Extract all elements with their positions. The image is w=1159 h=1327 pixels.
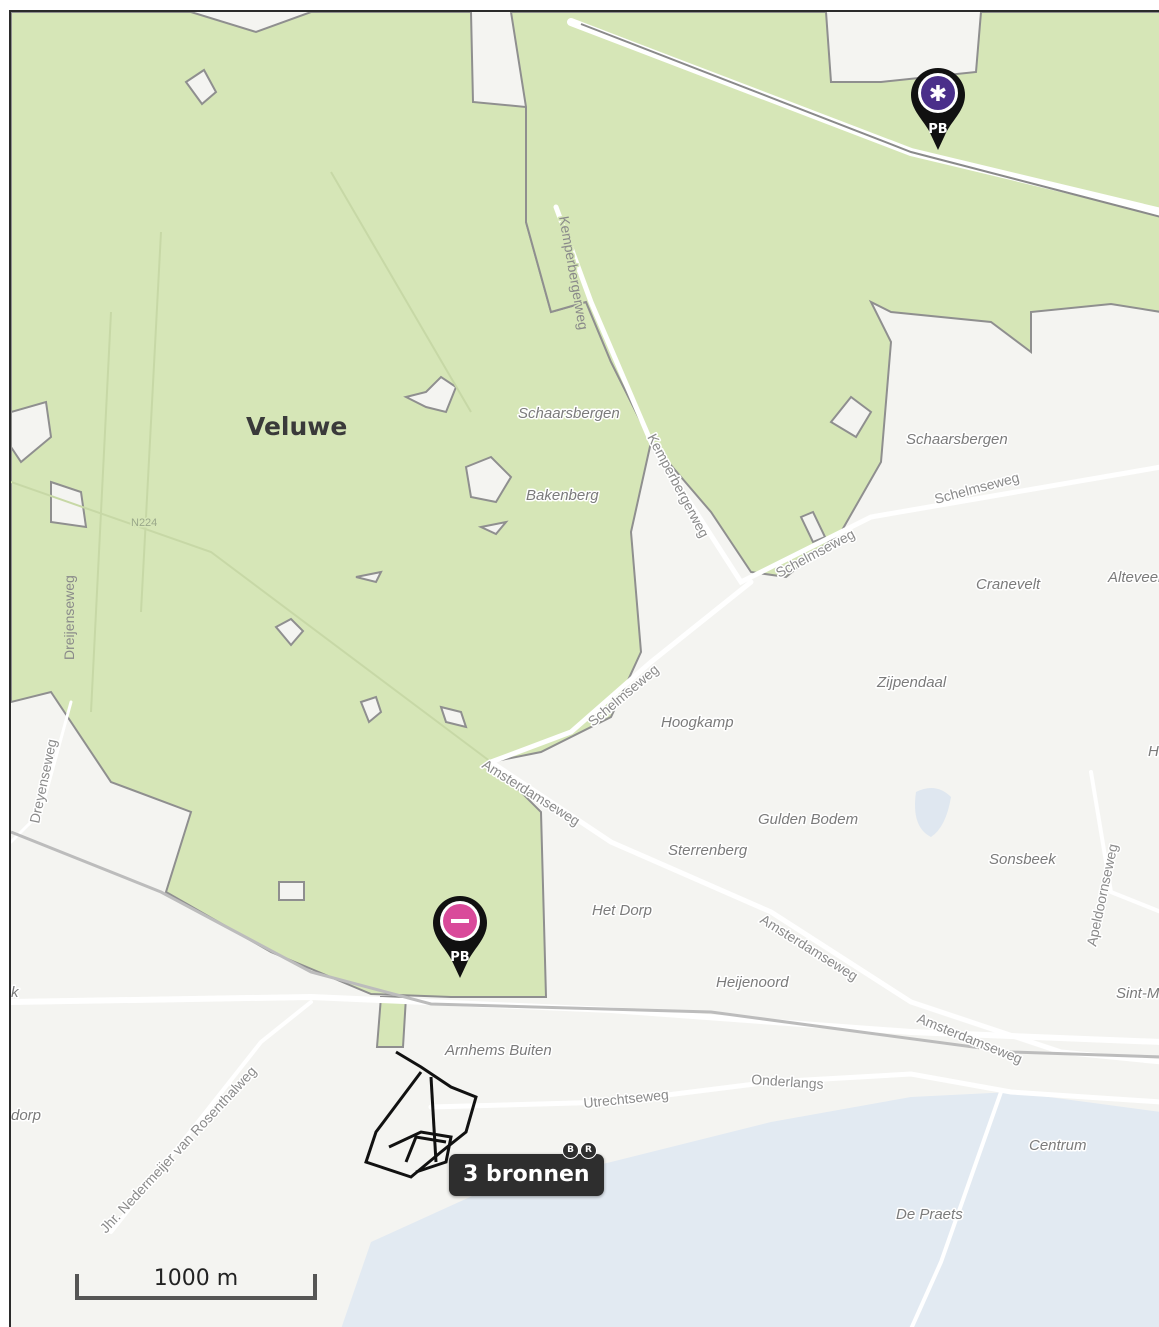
- forest-veluwe: [11, 12, 653, 998]
- place-hoogkamp: Hoogkamp: [661, 714, 734, 731]
- map-frame[interactable]: Veluwe N224 Schaarsbergen Schaarsbergen …: [9, 10, 1159, 1327]
- sources-badge[interactable]: 3 bronnen: [449, 1154, 604, 1196]
- place-sterrenberg: Sterrenberg: [668, 842, 748, 859]
- pond: [915, 788, 951, 837]
- sources-badge-text: 3 bronnen: [463, 1162, 590, 1187]
- scale-bar: 1000 m: [75, 1260, 317, 1300]
- map-canvas[interactable]: Veluwe N224 Schaarsbergen Schaarsbergen …: [11, 12, 1159, 1327]
- minus-icon: [451, 919, 469, 923]
- place-zijpendaal: Zijpendaal: [876, 674, 947, 691]
- place-bakenberg: Bakenberg: [526, 487, 599, 504]
- source-outline[interactable]: [364, 1050, 478, 1179]
- place-gulden-bodem: Gulden Bodem: [758, 811, 858, 828]
- green-strip: [375, 996, 408, 1048]
- place-schaarsbergen-east: Schaarsbergen: [906, 431, 1008, 448]
- scale-bar-line: [75, 1274, 317, 1300]
- road-code: N224: [131, 517, 157, 529]
- clearing: [477, 520, 509, 536]
- marker-star-label: PB: [928, 122, 947, 137]
- clearing: [439, 705, 468, 729]
- place-k-left: k: [11, 984, 20, 1001]
- place-sint-m: Sint-M: [1116, 985, 1159, 1002]
- place-dorp-left: dorp: [11, 1107, 41, 1124]
- marker-minus[interactable]: PB: [433, 896, 487, 978]
- forest-north: [509, 12, 1159, 579]
- place-arnhems-buiten: Arnhems Buiten: [444, 1042, 552, 1059]
- street-dreijenseweg: Dreijenseweg: [61, 575, 77, 660]
- marker-star-fill: [921, 76, 955, 110]
- clearing: [11, 400, 53, 464]
- roads: [11, 18, 1159, 1327]
- clearing: [278, 881, 305, 901]
- marker-star[interactable]: ✱ PB: [911, 68, 965, 150]
- clearing: [184, 68, 218, 106]
- clearing: [799, 510, 827, 544]
- place-centrum: Centrum: [1029, 1137, 1087, 1154]
- star-icon: ✱: [929, 82, 947, 107]
- mini-badge-b-text: B: [567, 1145, 574, 1155]
- forest-paths: [11, 171, 492, 763]
- mini-badge-r-text: R: [585, 1145, 592, 1155]
- railway-north: [580, 23, 1159, 218]
- scale-bar-label: 1000 m: [153, 1266, 239, 1291]
- place-sonsbeek: Sonsbeek: [989, 851, 1057, 868]
- place-het-dorp: Het Dorp: [592, 902, 652, 919]
- clearing: [464, 455, 513, 504]
- clearing: [829, 395, 873, 439]
- place-alteveer: Alteveer: [1107, 569, 1159, 586]
- clearing: [274, 617, 305, 647]
- place-heijenoord: Heijenoord: [716, 974, 789, 991]
- clearing: [355, 570, 383, 584]
- mini-badge-r: R: [580, 1142, 597, 1159]
- marker-minus-label: PB: [450, 950, 469, 965]
- region-label: Veluwe: [246, 412, 347, 441]
- clearing: [359, 695, 383, 724]
- mini-badge-b: B: [562, 1142, 579, 1159]
- place-de-praets: De Praets: [896, 1206, 963, 1223]
- place-schaarsbergen-village: Schaarsbergen: [518, 405, 620, 422]
- rhine-river: [341, 1092, 1159, 1327]
- place-cranevelt: Cranevelt: [976, 576, 1041, 593]
- railway: [11, 830, 1159, 1059]
- place-ha: Ha: [1148, 743, 1159, 760]
- clearing: [50, 480, 88, 529]
